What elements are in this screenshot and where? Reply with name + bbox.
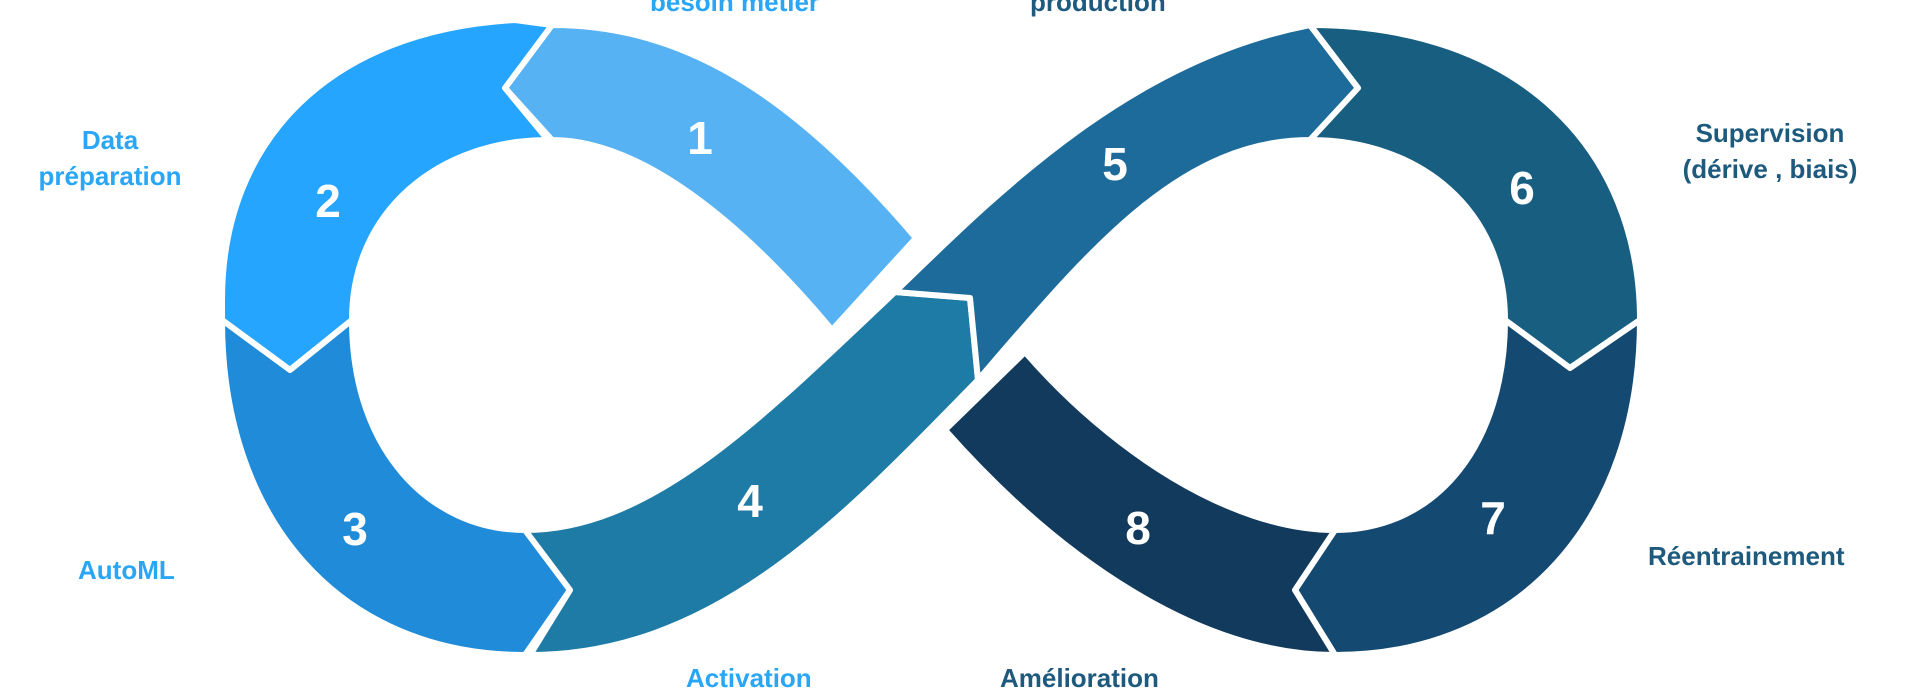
label-automl: AutoML	[78, 555, 175, 585]
step-number-5: 5	[1102, 138, 1128, 190]
label-production: production	[1030, 0, 1166, 17]
step-number-3: 3	[342, 503, 368, 555]
label-data-preparation: Data préparation	[20, 122, 200, 194]
label-besoin-metier: besoin métier	[650, 0, 820, 17]
label-reentrainement: Réentrainement	[1648, 541, 1845, 571]
segment-8	[942, 349, 1338, 658]
segment-4	[522, 289, 981, 658]
label-activation: Activation	[686, 663, 812, 693]
label-supervision: Supervision (dérive , biais)	[1640, 115, 1900, 187]
label-data-preparation-line2: préparation	[38, 161, 182, 191]
segment-2	[219, 17, 555, 373]
segment-6	[1307, 22, 1643, 371]
label-data-preparation-line1: Data	[81, 125, 139, 155]
segment-7	[1292, 317, 1643, 658]
label-supervision-line2: (dérive , biais)	[1682, 154, 1858, 184]
step-number-7: 7	[1480, 492, 1506, 544]
label-amelioration: Amélioration	[1000, 663, 1159, 693]
step-number-2: 2	[315, 175, 341, 227]
step-number-4: 4	[737, 475, 763, 527]
label-supervision-line1: Supervision	[1695, 118, 1845, 148]
step-number-8: 8	[1125, 502, 1151, 554]
step-number-6: 6	[1509, 162, 1535, 214]
segment-1	[502, 22, 919, 333]
step-number-1: 1	[687, 112, 713, 164]
segment-3	[219, 317, 573, 658]
infinity-loop-diagram: 1 2 3 4 5 6 7 8	[219, 17, 1643, 658]
